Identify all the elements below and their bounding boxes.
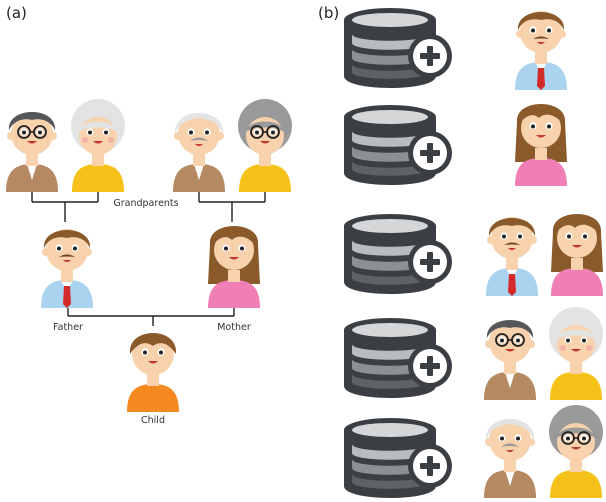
father-label: Father xyxy=(53,322,83,333)
database-plus-icon xyxy=(344,105,452,185)
mother-label: Mother xyxy=(217,322,251,333)
grandmother-maternal xyxy=(549,405,603,498)
database-plus-icon xyxy=(344,8,452,88)
father-figure xyxy=(486,217,538,296)
grandfather-maternal xyxy=(173,113,225,192)
mother-figure xyxy=(208,226,260,308)
grandparents-label: Grandparents xyxy=(113,198,178,209)
child-label: Child xyxy=(141,415,165,426)
grandmother-maternal xyxy=(238,99,292,192)
panel-b-label: (b) xyxy=(318,4,339,22)
father-figure xyxy=(515,11,567,90)
grandfather-paternal xyxy=(484,320,536,400)
grandfather-paternal xyxy=(6,112,58,192)
database-plus-icon xyxy=(344,318,452,398)
grandfather-maternal xyxy=(484,419,536,498)
mother-figure xyxy=(515,104,567,186)
database-plus-icon xyxy=(344,214,452,294)
child-figure xyxy=(127,333,179,412)
grandmother-paternal xyxy=(549,307,603,400)
father-figure xyxy=(41,229,93,308)
grandmother-paternal xyxy=(71,99,125,192)
panel-a-label: (a) xyxy=(6,4,27,22)
pedigree-lines xyxy=(31,190,266,326)
mother-figure xyxy=(551,214,603,296)
database-plus-icon xyxy=(344,418,452,498)
